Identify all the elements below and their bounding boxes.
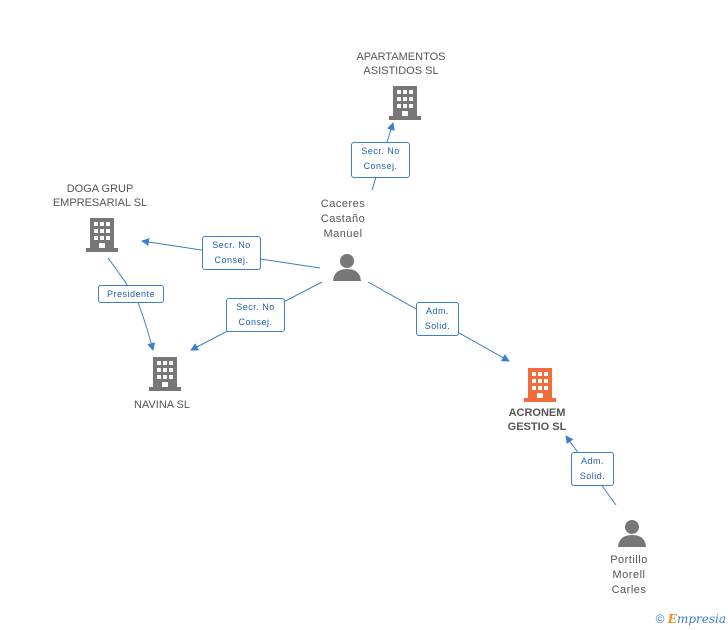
relation-label: Secr. No Consej. xyxy=(351,142,410,178)
copyright-icon: © xyxy=(655,612,665,626)
relation-label: Presidente xyxy=(98,285,164,303)
building-icon-focus[interactable] xyxy=(524,366,556,402)
person-icon[interactable] xyxy=(617,519,647,547)
edge-doga-navina xyxy=(107,257,156,351)
node-label-portillo[interactable]: Portillo Morell Carles xyxy=(610,554,648,596)
node-label-caceres[interactable]: Caceres Castaño Manuel xyxy=(320,198,366,240)
node-label-doga[interactable]: DOGA GRUP EMPRESARIAL SL xyxy=(52,183,148,209)
relation-label: Secr. No Consej. xyxy=(202,236,261,270)
empresia-brand: © Empresia xyxy=(656,612,726,626)
building-icon[interactable] xyxy=(86,216,118,252)
relation-label: Secr. No Consej. xyxy=(226,298,285,332)
person-icon[interactable] xyxy=(332,253,362,281)
brand-logo-e: E xyxy=(667,612,677,626)
node-label-apartamentos[interactable]: APARTAMENTOS ASISTIDOS SL xyxy=(356,51,446,77)
brand-name: mpresia xyxy=(676,612,726,626)
node-label-acronem[interactable]: ACRONEM GESTIO SL xyxy=(507,407,567,433)
node-label-navina[interactable]: NAVINA SL xyxy=(133,399,191,411)
building-icon[interactable] xyxy=(389,84,421,120)
building-icon[interactable] xyxy=(149,355,181,391)
relation-label: Adm. Solid. xyxy=(571,452,614,486)
relation-label: Adm. Solid. xyxy=(416,302,459,336)
